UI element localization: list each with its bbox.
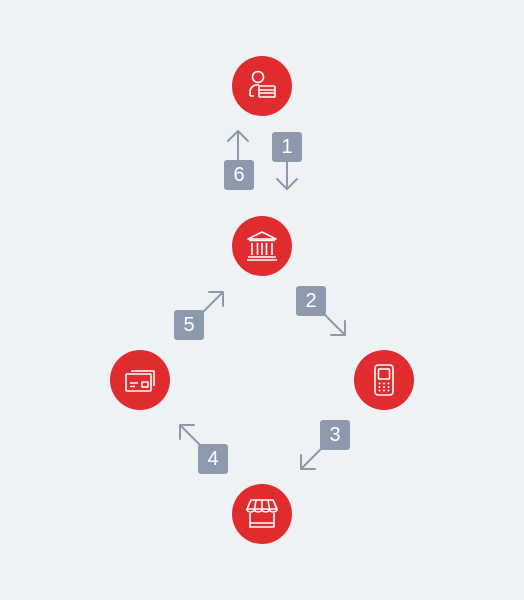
arrow-down-step-1 [276, 159, 298, 190]
cardholder-node [232, 56, 292, 116]
person-with-card-icon [249, 70, 276, 98]
storefront-icon [246, 499, 278, 528]
step-badge-6: 6 [224, 160, 254, 190]
cards-icon [125, 370, 155, 392]
step-badge-4: 4 [198, 444, 228, 474]
arrow-up-right-step-5 [200, 291, 224, 315]
step-badge-5: 5 [174, 310, 204, 340]
payment-terminal-icon [374, 364, 394, 396]
bank-icon [247, 231, 277, 261]
step-badge-1: 1 [272, 132, 302, 162]
arrow-up-left-step-4 [179, 424, 203, 448]
card-network-node [110, 350, 170, 410]
step-badge-3: 3 [320, 420, 350, 450]
arrow-down-right-step-2 [322, 312, 346, 336]
step-badge-2: 2 [296, 286, 326, 316]
arrow-down-left-step-3 [300, 446, 324, 470]
payment-terminal-node [354, 350, 414, 410]
bank-node [232, 216, 292, 276]
arrow-up-step-6 [227, 130, 249, 161]
merchant-node [232, 484, 292, 544]
